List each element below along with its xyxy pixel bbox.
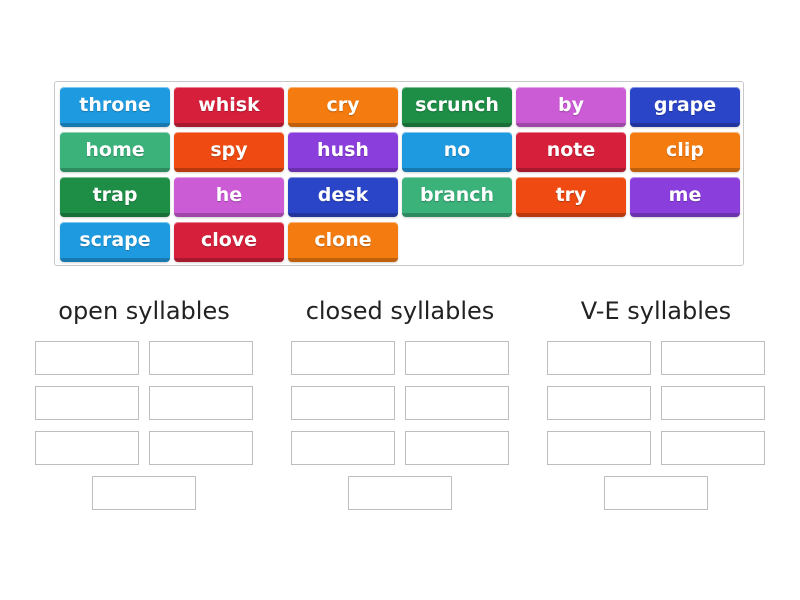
- drop-slot[interactable]: [405, 341, 509, 375]
- word-tile-grape[interactable]: grape: [630, 87, 740, 127]
- drop-slot[interactable]: [35, 431, 139, 465]
- drop-slot[interactable]: [661, 431, 765, 465]
- word-tile-branch[interactable]: branch: [402, 177, 512, 217]
- word-tile-scrape[interactable]: scrape: [60, 222, 170, 262]
- word-tile-clone[interactable]: clone: [288, 222, 398, 262]
- drop-slot[interactable]: [149, 341, 253, 375]
- word-tile-try[interactable]: try: [516, 177, 626, 217]
- word-tile-hush[interactable]: hush: [288, 132, 398, 172]
- drop-slot[interactable]: [92, 476, 196, 510]
- group-title: V-E syllables: [580, 297, 732, 325]
- drop-slot[interactable]: [661, 341, 765, 375]
- word-tile-whisk[interactable]: whisk: [174, 87, 284, 127]
- word-tile-trap[interactable]: trap: [60, 177, 170, 217]
- word-tile-home[interactable]: home: [60, 132, 170, 172]
- word-tile-no[interactable]: no: [402, 132, 512, 172]
- drop-slot[interactable]: [405, 431, 509, 465]
- drop-slot[interactable]: [547, 431, 651, 465]
- word-tile-clip[interactable]: clip: [630, 132, 740, 172]
- drop-slot[interactable]: [149, 386, 253, 420]
- word-tile-throne[interactable]: throne: [60, 87, 170, 127]
- word-tile-spy[interactable]: spy: [174, 132, 284, 172]
- drop-slot[interactable]: [291, 431, 395, 465]
- drop-slot[interactable]: [405, 386, 509, 420]
- word-tile-desk[interactable]: desk: [288, 177, 398, 217]
- word-tile-me[interactable]: me: [630, 177, 740, 217]
- group-title: open syllables: [58, 297, 230, 325]
- group-title: closed syllables: [305, 297, 495, 325]
- word-tile-by[interactable]: by: [516, 87, 626, 127]
- drop-slot[interactable]: [291, 386, 395, 420]
- drop-slot[interactable]: [348, 476, 452, 510]
- drop-slot[interactable]: [291, 341, 395, 375]
- word-tile-he[interactable]: he: [174, 177, 284, 217]
- drop-slot[interactable]: [149, 431, 253, 465]
- word-tile-scrunch[interactable]: scrunch: [402, 87, 512, 127]
- drop-slot[interactable]: [547, 386, 651, 420]
- word-tile-cry[interactable]: cry: [288, 87, 398, 127]
- word-tile-note[interactable]: note: [516, 132, 626, 172]
- drop-slot[interactable]: [661, 386, 765, 420]
- drop-slot[interactable]: [604, 476, 708, 510]
- word-tile-clove[interactable]: clove: [174, 222, 284, 262]
- drop-slot[interactable]: [547, 341, 651, 375]
- drop-slot[interactable]: [35, 386, 139, 420]
- drop-slot[interactable]: [35, 341, 139, 375]
